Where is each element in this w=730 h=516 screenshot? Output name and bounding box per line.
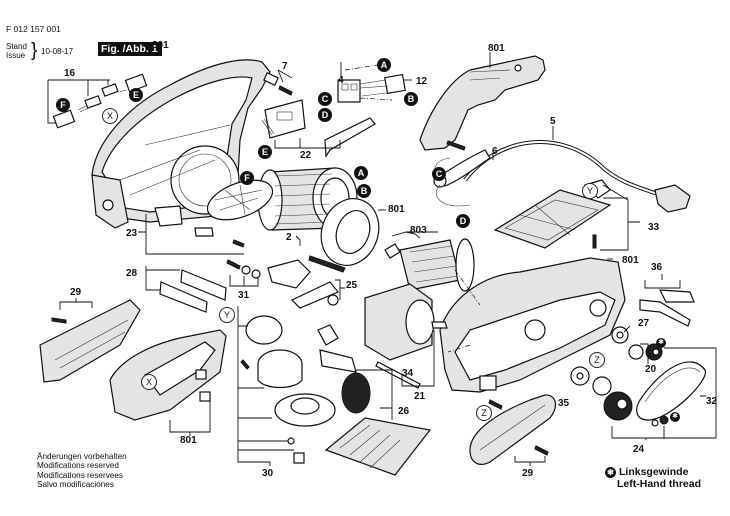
part-label: 25 — [346, 280, 358, 291]
connection-marker-a: A — [377, 58, 391, 72]
legend-line-2: Left-Hand thread — [617, 478, 701, 490]
drive-assembly-part — [570, 325, 717, 440]
connection-marker-f: F — [56, 98, 70, 112]
connection-marker-c: C — [318, 92, 332, 106]
legend-line-1: Linksgewinde — [619, 466, 689, 478]
part-label: 7 — [282, 61, 288, 72]
document-number: F 012 157 001 — [6, 24, 61, 34]
gear-housing-part — [439, 257, 626, 410]
housing-cover-part — [109, 329, 227, 436]
part-label: 6 — [492, 146, 498, 157]
connection-marker-b: B — [357, 184, 371, 198]
housing-left-part — [91, 59, 271, 229]
switch-holder-part — [261, 99, 376, 158]
connection-marker-f: F — [240, 171, 254, 185]
fastening-set-part — [226, 259, 311, 289]
part-label: 28 — [126, 268, 138, 279]
service-kit-part — [639, 274, 695, 327]
part-label: 22 — [300, 150, 312, 161]
connection-marker-e: E — [129, 88, 143, 102]
armature-part — [384, 231, 479, 296]
part-label: 30 — [262, 468, 274, 479]
connection-marker-b: B — [404, 92, 418, 106]
guide-rails-part — [145, 266, 227, 313]
reference-marker-z: Z — [476, 405, 492, 421]
part-label: 801 — [488, 43, 505, 54]
left-hand-thread-legend: ✱Linksgewinde Left-Hand thread — [605, 466, 701, 490]
reference-marker-y: Y — [582, 183, 598, 199]
note-line: Modifications reservees — [37, 470, 124, 480]
part-label: 32 — [706, 396, 718, 407]
part-label: 12 — [416, 76, 428, 87]
part-label: 27 — [638, 318, 650, 329]
modification-notes: Änderungen vorbehalten Modifications res… — [37, 452, 127, 490]
part-label: 21 — [414, 391, 426, 402]
stand-issue-label: Stand Issue — [6, 42, 27, 60]
part-label: 29 — [522, 468, 534, 479]
issue-date: 10-08-17 — [41, 47, 74, 56]
part-label: 5 — [550, 116, 556, 127]
handle-part — [419, 52, 546, 151]
part-label: 31 — [238, 290, 250, 301]
part-label: 16 — [64, 68, 76, 79]
planer-shaft-part — [364, 283, 448, 389]
brush-plate-part — [290, 255, 346, 309]
switch-part — [337, 62, 412, 103]
fan-part — [138, 179, 274, 255]
figure-label: Fig. /Abb. 1 — [98, 42, 162, 56]
reference-marker-x: X — [102, 108, 118, 124]
part-label: 24 — [633, 444, 645, 455]
connection-marker-e: E — [258, 145, 272, 159]
fan-baffle-part — [320, 198, 386, 266]
carbon-brushes-part — [47, 73, 148, 129]
part-label: 801 — [180, 435, 197, 446]
note-line: Änderungen vorbehalten — [37, 452, 127, 461]
reference-marker-z: Z — [589, 352, 605, 368]
depth-adjust-knob-part — [237, 306, 336, 466]
reference-marker-x: X — [141, 374, 157, 390]
issue-label: Issue — [6, 50, 26, 60]
part-label: 23 — [126, 228, 138, 239]
connection-marker-c: C — [432, 167, 446, 181]
part-label: 4 — [338, 75, 344, 86]
left-hand-thread-star-icon: ✱ — [605, 467, 616, 478]
belt-cover-part — [469, 394, 557, 466]
stand-label: Stand — [6, 42, 27, 51]
screw-part — [263, 69, 293, 96]
part-label: 34 — [402, 368, 414, 379]
part-label: 36 — [651, 262, 663, 273]
connection-marker-d: D — [318, 108, 332, 122]
reference-marker-y: Y — [219, 307, 235, 323]
planer-sole-part — [317, 324, 432, 476]
side-cover-left-part — [39, 298, 141, 383]
part-label: 2 — [286, 232, 292, 243]
left-hand-thread-star-icon: ✱ — [656, 338, 666, 348]
part-label: 33 — [648, 222, 660, 233]
part-label: 35 — [558, 398, 570, 409]
part-label: 20 — [645, 364, 657, 375]
parallel-guide-part — [493, 179, 640, 251]
note-line: Salvo modificaciones — [37, 480, 114, 490]
part-label: 801 — [152, 40, 169, 51]
part-label: 26 — [398, 406, 410, 417]
part-label: 803 — [410, 225, 427, 236]
connection-marker-d: D — [456, 214, 470, 228]
brace-icon: } — [31, 40, 38, 61]
note-line: Modifications reserved — [37, 461, 119, 471]
part-label: 29 — [70, 287, 82, 298]
left-hand-thread-star-icon: ✱ — [670, 412, 680, 422]
connection-marker-a: A — [354, 166, 368, 180]
part-label: 801 — [622, 255, 639, 266]
part-label: 801 — [388, 204, 405, 215]
